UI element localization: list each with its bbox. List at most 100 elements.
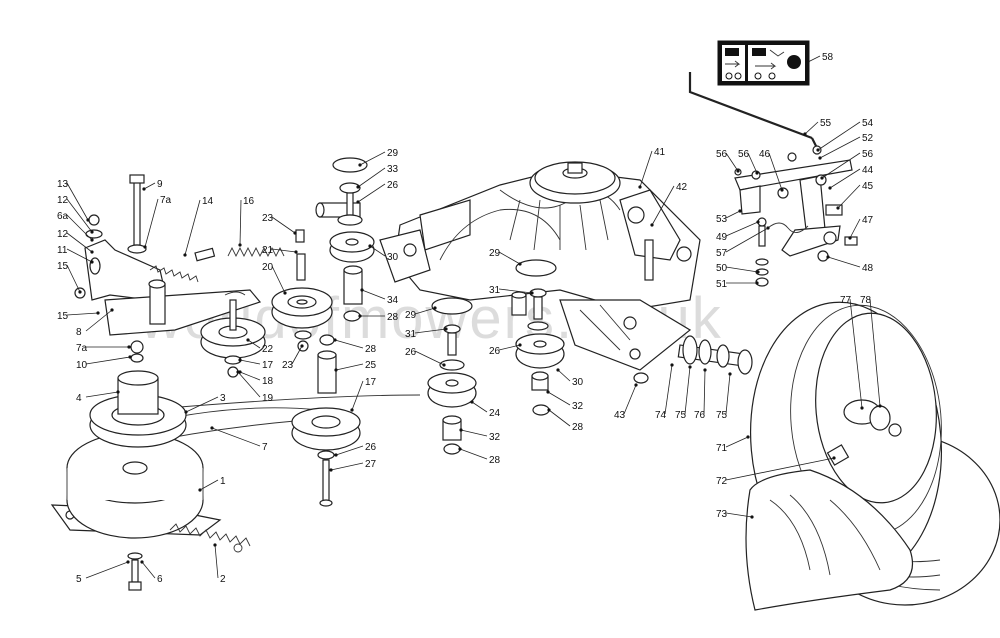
callout-label-17: 17: [365, 377, 377, 388]
leader-line-50: [725, 266, 759, 273]
leader-dot-41: [638, 185, 642, 189]
leader-line-23: [291, 345, 303, 365]
leader-dot-27: [329, 468, 333, 472]
leader-dot-34: [360, 288, 364, 292]
leader-line-75: [725, 373, 731, 415]
leader-line-26: [414, 350, 445, 366]
callout-label-27: 27: [365, 459, 377, 470]
callout-label-21: 21: [262, 245, 274, 256]
callout-label-26: 26: [489, 346, 501, 357]
callout-label-6: 6: [157, 574, 163, 585]
callout-label-30: 30: [387, 252, 399, 263]
callout-label-32: 32: [489, 432, 501, 443]
leader-line-4: [85, 391, 119, 398]
leader-line-29: [359, 151, 386, 166]
leader-line-17: [351, 380, 364, 411]
leader-line-6: [141, 561, 156, 579]
bolt-5: [127, 552, 143, 591]
leader-dot-4: [116, 390, 120, 394]
pulley-20: [271, 287, 333, 329]
leader-line-15: [66, 264, 81, 293]
leader-line-26: [357, 183, 386, 203]
callout-label-22: 22: [262, 344, 274, 355]
callout-label-28: 28: [572, 422, 584, 433]
leader-line-53: [725, 210, 741, 219]
leader-line-29: [498, 251, 521, 265]
callout-label-28: 28: [489, 455, 501, 466]
callout-label-51: 51: [716, 279, 728, 290]
callout-label-77: 77: [840, 295, 852, 306]
callout-label-72: 72: [716, 476, 728, 487]
callout-label-58: 58: [822, 52, 834, 63]
leader-dot-31: [530, 291, 534, 295]
callout-label-56: 56: [716, 149, 728, 160]
leader-dot-23: [293, 231, 297, 235]
leader-dot-28: [458, 447, 462, 451]
callout-label-78: 78: [860, 295, 872, 306]
callout-label-29: 29: [387, 148, 399, 159]
idler-stack-middle: [427, 297, 477, 455]
callout-label-24: 24: [489, 408, 501, 419]
callout-label-75: 75: [716, 410, 728, 421]
leader-line-28: [459, 448, 488, 460]
leader-line-24: [471, 401, 488, 413]
leader-dot-2: [213, 543, 217, 547]
leader-dot-15: [96, 311, 100, 315]
idler-stack-right: [511, 259, 565, 416]
leader-line-2: [214, 544, 219, 579]
leader-line-32: [547, 391, 571, 406]
leader-dot-31: [444, 327, 448, 331]
leader-dot-8: [110, 308, 114, 312]
leader-dot-28: [358, 314, 362, 318]
callout-label-13: 13: [57, 179, 69, 190]
callout-label-10: 10: [76, 360, 88, 371]
leader-dot-44: [828, 186, 832, 190]
control-rod-55: [688, 72, 817, 147]
leader-dot-74: [670, 363, 674, 367]
leader-dot-32: [546, 390, 550, 394]
callout-label-1: 1: [220, 476, 226, 487]
leader-line-56: [821, 152, 861, 179]
leader-dot-28: [333, 338, 337, 342]
leader-line-57: [725, 227, 769, 253]
callout-label-41: 41: [654, 147, 666, 158]
leader-line-77: [849, 298, 863, 409]
leader-line-1: [199, 479, 219, 491]
callout-label-31: 31: [489, 285, 501, 296]
leader-line-76: [703, 369, 706, 415]
leader-dot-13: [86, 218, 90, 222]
leader-line-78: [869, 298, 881, 407]
leader-dot-26: [356, 200, 360, 204]
leader-line-8: [85, 309, 113, 332]
leader-dot-1: [198, 488, 202, 492]
leader-dot-6a: [90, 238, 94, 242]
leader-dot-43: [634, 383, 638, 387]
leader-line-7: [211, 427, 261, 447]
leader-dot-47: [848, 236, 852, 240]
callout-label-19: 19: [262, 393, 274, 404]
leader-line-43: [623, 384, 637, 415]
leader-line-15: [66, 312, 99, 316]
callout-label-55: 55: [820, 118, 832, 129]
leader-dot-77: [860, 406, 864, 410]
callout-label-4: 4: [76, 393, 82, 404]
leader-dot-50: [756, 270, 760, 274]
leader-line-56: [725, 152, 739, 172]
callout-label-52: 52: [862, 133, 874, 144]
leader-line-3: [185, 396, 219, 413]
idler-stack-upper: [329, 157, 375, 322]
callout-label-43: 43: [614, 410, 626, 421]
callout-label-53: 53: [716, 214, 728, 225]
leader-line-26: [335, 445, 364, 456]
leader-dot-12: [90, 230, 94, 234]
leader-line-10: [85, 356, 131, 365]
transaxle-41: [315, 161, 701, 371]
leader-line-42: [651, 185, 675, 226]
leader-dot-24: [470, 400, 474, 404]
leader-line-12: [66, 232, 93, 253]
leader-line-46: [768, 152, 783, 191]
leader-line-5: [85, 561, 129, 579]
leader-dot-15: [78, 290, 82, 294]
leader-dot-78: [878, 404, 882, 408]
